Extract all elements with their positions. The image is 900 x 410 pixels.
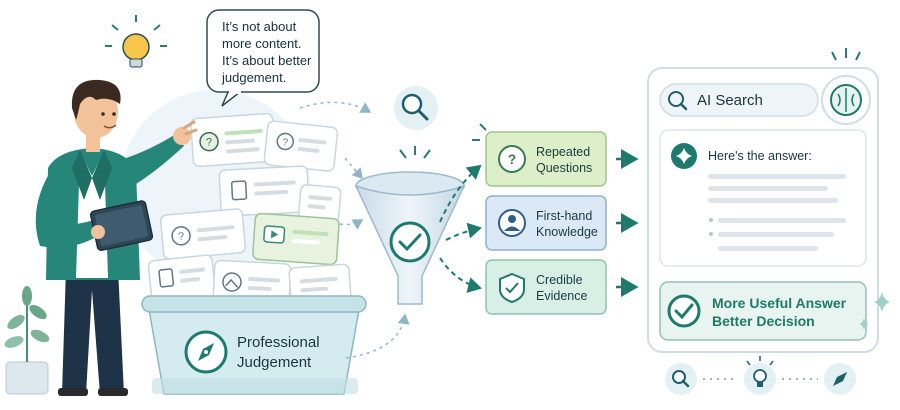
- sparkle-icon: [874, 292, 890, 312]
- speech-bubble-line: more content.: [222, 36, 302, 51]
- speech-bubble-line: judgement.: [222, 70, 287, 85]
- answer-heading: Here's the answer:: [708, 149, 812, 163]
- filter-label: Credible: [536, 273, 583, 287]
- arrow: [439, 164, 482, 223]
- filter-box-repeated-questions: ?: [485, 131, 607, 187]
- dotted-arrow: [344, 157, 363, 180]
- search-bar[interactable]: [659, 83, 819, 117]
- search-icon: [668, 91, 684, 107]
- sparkle-icon: [859, 318, 869, 330]
- filter-label: First-hand: [536, 209, 593, 223]
- svg-text:?: ?: [206, 136, 213, 148]
- shield-check-icon: [499, 272, 525, 304]
- plant-icon: [4, 286, 50, 395]
- result-box: [659, 281, 867, 341]
- filter-label: Knowledge: [536, 225, 598, 239]
- content-cards: ? ? ?: [147, 112, 352, 309]
- bucket-label: Professional: [237, 334, 320, 351]
- compass-icon: [184, 330, 228, 374]
- svg-text:?: ?: [178, 231, 185, 243]
- result-line: Better Decision: [712, 313, 815, 329]
- sparkle-lines: [472, 123, 487, 141]
- filter-box-credible-evidence: [485, 259, 607, 315]
- bottom-icon-row: [665, 356, 856, 395]
- speech-bubble-line: It’s not about: [222, 19, 297, 34]
- dotted-arrow: [339, 219, 364, 230]
- ai-panel: [647, 48, 890, 353]
- dotted-arrow: [299, 101, 372, 113]
- lightbulb-icon: [105, 15, 167, 68]
- search-icon: [394, 86, 438, 130]
- funnel: [354, 171, 466, 305]
- brain-icon: [821, 48, 871, 125]
- filter-label: Questions: [536, 161, 593, 175]
- search-label: AI Search: [697, 92, 763, 109]
- bucket-label: Judgement: [237, 354, 312, 371]
- arrow: [445, 222, 482, 241]
- filter-label: Evidence: [536, 289, 588, 303]
- dotted-arrow: [345, 313, 410, 359]
- bucket: [141, 295, 367, 395]
- svg-text:?: ?: [508, 151, 517, 167]
- filter-label: Repeated: [536, 145, 591, 159]
- svg-text:?: ?: [282, 137, 289, 149]
- sparkle-lines: [399, 146, 431, 159]
- speech-bubble: [206, 9, 320, 107]
- arrow: [439, 257, 482, 293]
- check-circle-icon: [667, 294, 701, 328]
- filter-box-first-hand-knowledge: [485, 195, 607, 251]
- question-icon: [498, 145, 526, 173]
- speech-bubble-line: It’s about better: [222, 53, 312, 68]
- person-figure: [35, 79, 198, 396]
- result-line: More Useful Answer: [712, 295, 847, 311]
